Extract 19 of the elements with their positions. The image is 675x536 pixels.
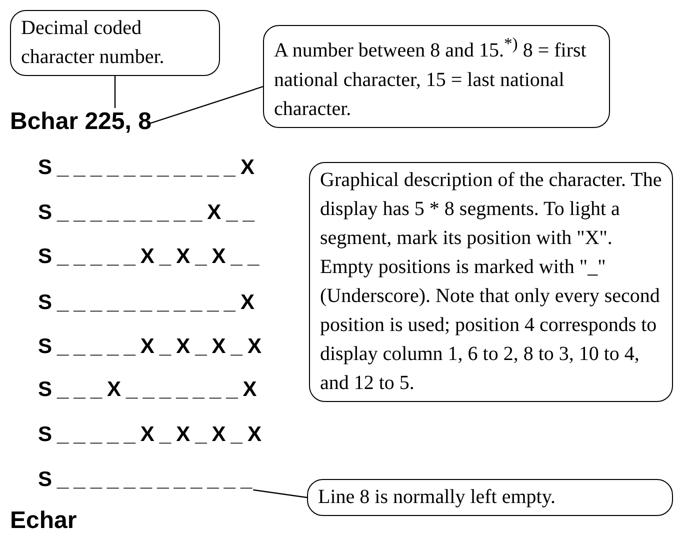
callout-box xyxy=(307,479,673,516)
callout-text: A number between 8 and 15.$^{*)}$ 8 = first national character, 15 = last national character. xyxy=(274,33,588,122)
leader-line xyxy=(253,489,308,498)
code-line: S_____X_X_X_X xyxy=(38,335,266,359)
callout-text: Decimal coded character number. xyxy=(21,16,166,70)
code-line: S_____X_X_X_X xyxy=(38,423,266,447)
code-line: S_____X_X_X__ xyxy=(38,245,264,269)
code-line: S___________X xyxy=(38,291,260,315)
callout-text: Graphical description of the character. The display has 5 * 8 segments. To light a segment, mark its position with "X". Empty positions is marked with "_" (Underscore). Note that only every second position is used; position 4 corresponds to display column 1, 6 to 2, 8 to 3, 10 to 4, and 12 to 5. xyxy=(320,168,663,396)
callout-box xyxy=(10,10,220,76)
leader-line xyxy=(114,76,116,108)
code-line: S___________X xyxy=(38,156,260,180)
code-line: S____________ xyxy=(38,468,258,491)
command-text: Bchar 225, 8 xyxy=(10,108,152,135)
callout-box xyxy=(263,25,610,128)
code-line: S_________X__ xyxy=(38,201,260,225)
code-line: S___X_______X xyxy=(38,378,262,402)
command-text: Echar xyxy=(10,507,77,535)
callout-text: Line 8 is normally left empty. xyxy=(318,485,557,510)
